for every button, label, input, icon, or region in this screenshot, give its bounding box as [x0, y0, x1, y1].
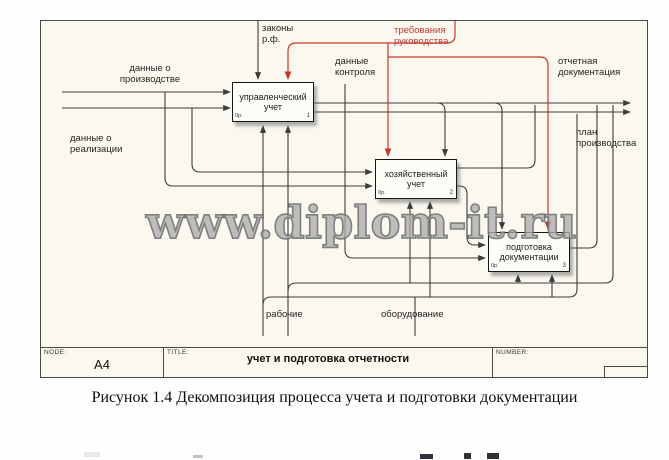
label-output-plan: план производства — [576, 127, 637, 149]
figure-caption: Рисунок 1.4 Декомпозиция процесса учета … — [91, 389, 578, 406]
arrow-box1-to-box3-control — [493, 102, 506, 230]
clipped-text-fragment — [84, 452, 100, 457]
number-inner-box — [604, 366, 648, 378]
label-input-production: данные о производстве — [119, 63, 181, 85]
arrow-input-production-branch — [164, 92, 373, 190]
feedback-line-lower-plan — [262, 114, 578, 306]
activity-box-economic-accounting: хозяйственный учет 0р. 2 — [375, 159, 457, 199]
label-mechanism-workers: рабочие — [266, 309, 303, 320]
number-label: NUMBER: — [496, 349, 529, 356]
number-cell: NUMBER: — [493, 348, 648, 378]
label-mechanism-equipment: оборудование — [381, 309, 444, 320]
activity-box-cost: 0р. — [491, 262, 499, 269]
activity-box-number: 2 — [449, 189, 453, 196]
label-control-data: данные контроля — [335, 56, 376, 78]
activity-box-label: подготовка документации — [499, 241, 559, 263]
title-cell: TITLE: учет и подготовка отчетности — [164, 348, 493, 377]
activity-box-number: 1 — [306, 112, 310, 119]
label-control-management: требования руководства — [394, 25, 449, 47]
node-label: NODE: — [44, 349, 67, 356]
activity-box-number: 3 — [562, 262, 566, 269]
feedback-line-upper — [287, 105, 614, 292]
activity-box-cost: 0р. — [235, 112, 243, 119]
title-label: TITLE: — [167, 349, 189, 356]
label-input-sales: данные о реализации — [70, 133, 123, 155]
activity-box-management-accounting: управленческий учет 0р. 1 — [232, 82, 314, 122]
arrow-box1-to-box2-control — [436, 102, 449, 157]
label-control-laws: законы р.ф. — [262, 23, 294, 45]
diagram-frame — [40, 20, 648, 378]
clipped-text-fragment — [487, 453, 499, 459]
activity-box-cost: 0р. — [378, 189, 386, 196]
arrow-box2-output-up — [457, 105, 536, 169]
arrow-box2-to-box3 — [457, 185, 486, 249]
arrow-control-data — [344, 84, 486, 262]
arrow-box3-output-up — [570, 105, 598, 249]
clipped-text-fragment — [464, 453, 471, 459]
clipped-text-fragment — [420, 454, 433, 459]
title-value: учет и подготовка отчетности — [246, 353, 410, 365]
node-value: A4 — [94, 357, 110, 372]
label-output-reporting: отчетная документация — [558, 56, 621, 78]
arrow-control-mgmt-to-box1 — [284, 21, 456, 80]
activity-box-doc-preparation: подготовка документации 0р. 3 — [488, 232, 570, 272]
activity-box-label: управленческий учет — [239, 91, 307, 113]
arrow-input-sales-branch — [191, 108, 373, 176]
diagram-title-bar: NODE: A4 TITLE: учет и подготовка отчетн… — [40, 347, 648, 378]
activity-box-label: хозяйственный учет — [384, 168, 448, 190]
clipped-text-fragment — [193, 455, 203, 458]
arrow-control-mgmt-to-box3 — [388, 56, 552, 230]
node-cell: NODE: A4 — [41, 348, 164, 377]
